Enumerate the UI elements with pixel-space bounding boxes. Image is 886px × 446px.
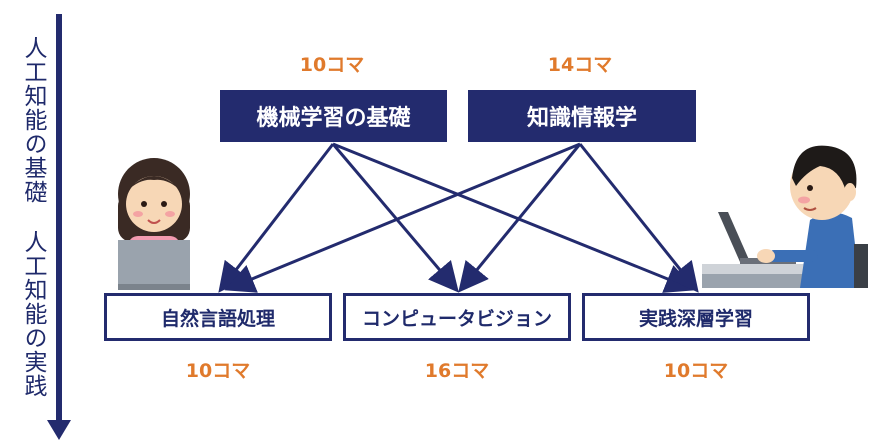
course-box-cv: コンピュータビジョン (343, 293, 571, 341)
link-ki-nlp (224, 142, 581, 293)
koma-nlp: 10コマ (185, 360, 251, 382)
koma-cv: 16コマ (424, 360, 490, 382)
course-name: コンピュータビジョン (361, 307, 552, 330)
side-label-basics: 人工知能の基礎 (20, 36, 46, 204)
koma-ml: 10コマ (299, 54, 365, 76)
koma-dl: 10コマ (663, 360, 729, 382)
course-name: 実践深層学習 (638, 307, 753, 330)
course-name: 知識情報学 (526, 106, 637, 131)
link-ml-nlp (218, 143, 335, 293)
koma-ki: 14コマ (547, 54, 613, 76)
course-box-knowledge-info: 知識情報学 (468, 90, 696, 142)
student-woman-laptop-illustration (118, 158, 190, 290)
link-ml-cv (331, 143, 459, 293)
link-ki-dl (578, 143, 699, 293)
link-ki-cv (458, 143, 582, 293)
link-ml-dl (332, 142, 696, 293)
course-box-nlp: 自然言語処理 (104, 293, 332, 341)
course-box-deep-learning: 実践深層学習 (582, 293, 810, 341)
course-name: 自然言語処理 (160, 307, 275, 330)
student-man-laptop-illustration (702, 145, 868, 288)
side-label-practice: 人工知能の実践 (20, 230, 46, 398)
course-box-machine-learning: 機械学習の基礎 (220, 90, 447, 142)
course-name: 機械学習の基礎 (256, 106, 411, 131)
